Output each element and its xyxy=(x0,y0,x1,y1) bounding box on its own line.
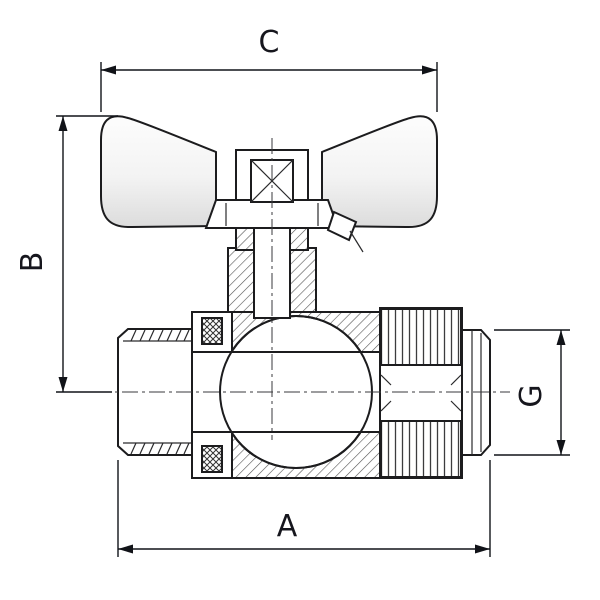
dimension-b-label: B xyxy=(15,252,50,273)
nut-thread-top xyxy=(380,308,462,366)
handle-screw-tab xyxy=(326,210,364,253)
seal-ring-top xyxy=(201,317,223,345)
thread-ticks-top xyxy=(130,329,190,342)
handle-right-wing xyxy=(321,115,438,229)
compression-nut xyxy=(379,307,463,479)
dimension-c: C xyxy=(100,25,438,112)
dimension-a-label: A xyxy=(277,509,298,544)
dimension-g: G xyxy=(494,329,570,456)
centerlines xyxy=(95,138,510,440)
thread-ticks-bottom xyxy=(130,442,190,455)
dimension-c-label: C xyxy=(259,25,280,60)
nut-thread-bottom xyxy=(380,420,462,478)
dimension-g-label: G xyxy=(514,384,549,407)
dimension-b: B xyxy=(15,115,118,393)
handle-left-wing xyxy=(100,115,217,229)
dimension-a: A xyxy=(117,460,491,557)
seal-ring-bottom xyxy=(201,445,223,473)
